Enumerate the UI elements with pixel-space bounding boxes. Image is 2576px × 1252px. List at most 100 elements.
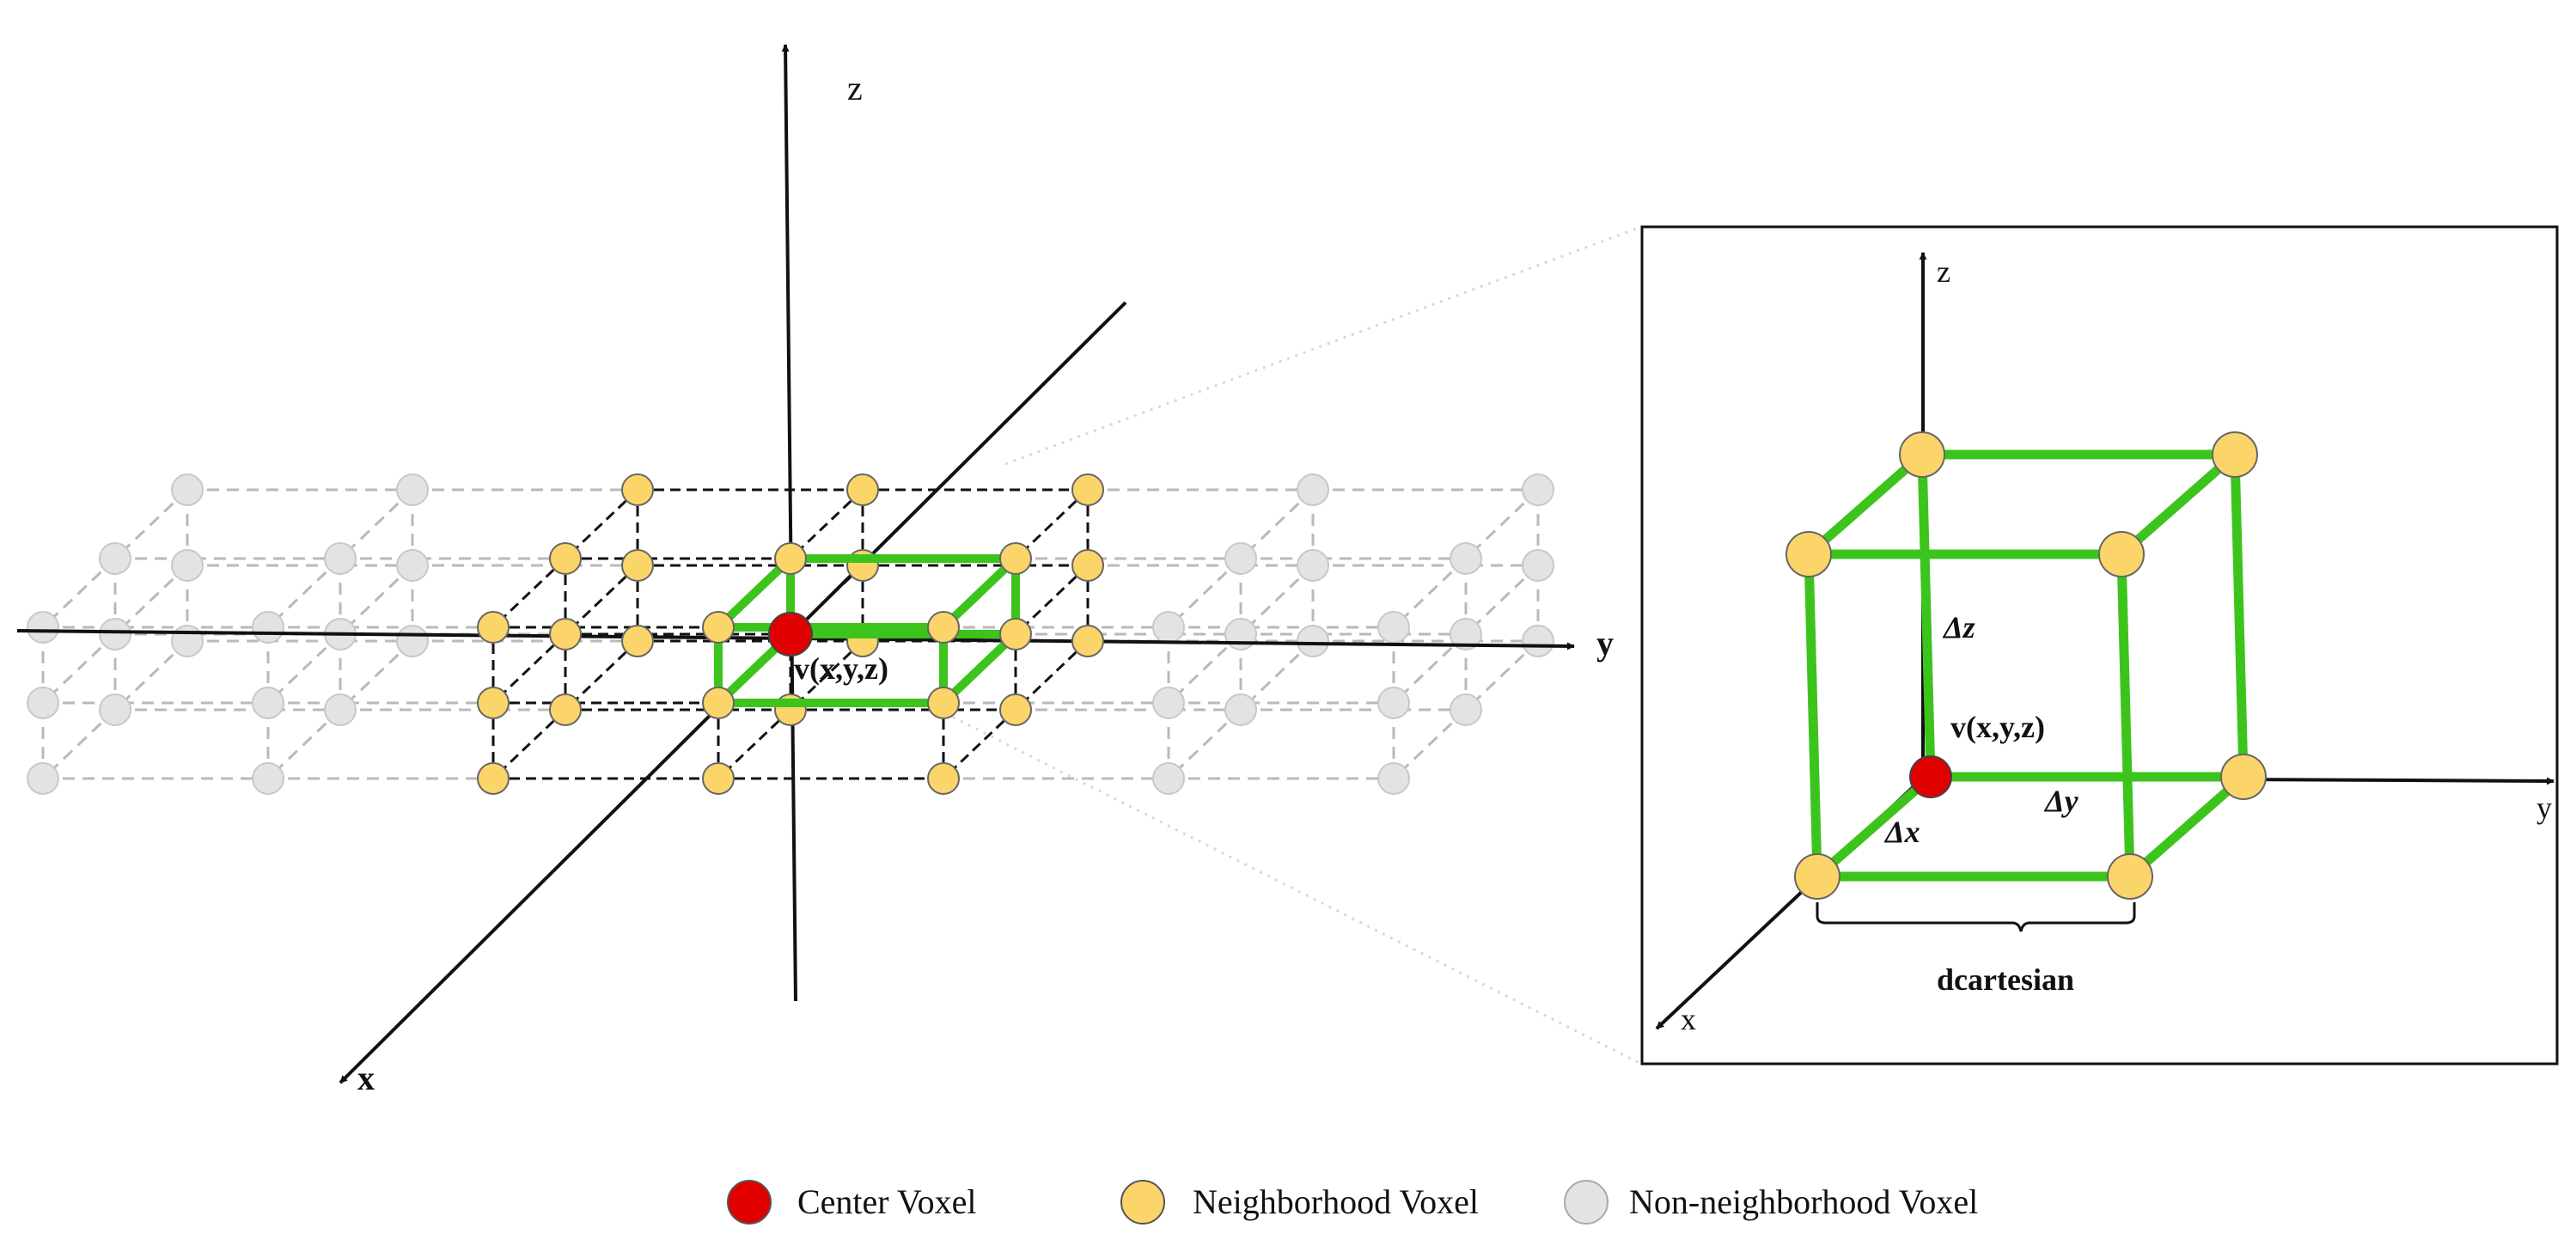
- non-neighborhood-voxel: [252, 611, 284, 644]
- grid-line: [1239, 564, 1315, 636]
- grid-line: [113, 564, 189, 636]
- neighborhood-voxel: [702, 762, 735, 795]
- neighborhood-voxel: [702, 687, 735, 719]
- non-neighborhood-voxel: [1297, 473, 1329, 506]
- inset-cube-voxels: [1785, 431, 2267, 900]
- grid-line: [564, 564, 639, 636]
- neighborhood-voxel: [1071, 473, 1104, 506]
- grid-line: [564, 639, 639, 712]
- grid-line: [1392, 557, 1468, 629]
- non-neighborhood-voxel: [27, 611, 59, 644]
- neighborhood-voxel: [621, 473, 654, 506]
- grid-line: [491, 632, 567, 705]
- non-neighborhood-voxel: [1450, 618, 1482, 650]
- center-voxel: [768, 612, 813, 657]
- grid-line: [1014, 564, 1090, 636]
- non-neighborhood-voxel: [1297, 625, 1329, 657]
- neighborhood-voxel: [549, 693, 582, 726]
- legend-neighborhood-label: Neighborhood Voxel: [1193, 1182, 1479, 1221]
- grid-line: [339, 639, 414, 712]
- neighborhood-voxel: [477, 762, 510, 795]
- non-neighborhood-voxel: [1522, 549, 1554, 582]
- non-neighborhood-voxel: [324, 693, 357, 726]
- grid-line: [41, 557, 117, 629]
- grid-line: [1239, 639, 1315, 712]
- grid-line: [1392, 632, 1468, 705]
- grid-line: [789, 639, 864, 712]
- axis-label-y: y: [1596, 624, 1614, 663]
- grid-line: [266, 708, 342, 780]
- inset-neighborhood-voxel: [1785, 531, 1832, 577]
- axis-label-z: z: [847, 69, 863, 107]
- non-neighborhood-voxel: [1224, 618, 1257, 650]
- non-neighborhood-voxel: [1297, 549, 1329, 582]
- grid-line: [1464, 564, 1540, 636]
- inset-neighborhood-voxel: [2212, 431, 2258, 478]
- grid-line: [266, 557, 342, 629]
- non-neighborhood-voxel: [171, 473, 204, 506]
- non-neighborhood-voxel: [1377, 762, 1410, 795]
- grid-line: [113, 488, 189, 560]
- grid-line: [1464, 488, 1540, 560]
- grid-line: [1167, 708, 1242, 780]
- inset-highlight-edge: [1805, 450, 1926, 559]
- grid-line: [491, 557, 567, 629]
- neighborhood-voxel: [999, 618, 1032, 650]
- highlight-edge: [940, 631, 1019, 706]
- highlight-edge: [940, 555, 1019, 631]
- grid-line: [1239, 488, 1315, 560]
- non-neighborhood-voxel: [27, 687, 59, 719]
- neighborhood-voxel: [927, 762, 960, 795]
- grid-line: [41, 632, 117, 705]
- neighborhood-voxel: [927, 611, 960, 644]
- inset-axis-label-y: y: [2536, 791, 2552, 825]
- non-neighborhood-voxel: [1224, 693, 1257, 726]
- inset-neighborhood-voxel: [2098, 531, 2145, 577]
- center-voxel-label: v(x,y,z): [794, 651, 888, 686]
- legend-neighborhood-swatch: [1120, 1180, 1165, 1225]
- neighborhood-voxel: [477, 611, 510, 644]
- delta-x-label: Δx: [1883, 815, 1920, 849]
- neighborhood-voxel: [477, 687, 510, 719]
- inset-neighborhood-voxel: [2220, 754, 2267, 800]
- non-neighborhood-voxel: [1377, 687, 1410, 719]
- neighborhood-voxel: [621, 549, 654, 582]
- grid-line: [1014, 488, 1090, 560]
- distance-label: dcartesian: [1937, 962, 2074, 997]
- legend-center-label: Center Voxel: [797, 1182, 977, 1221]
- legend-center-swatch: [727, 1180, 772, 1225]
- grid-line: [1464, 639, 1540, 712]
- non-neighborhood-voxel: [324, 542, 357, 575]
- non-neighborhood-voxel: [171, 549, 204, 582]
- neighborhood-voxel: [927, 687, 960, 719]
- inset-axis-label-x: x: [1681, 1002, 1696, 1036]
- non-neighborhood-voxel: [1522, 473, 1554, 506]
- grid-line: [789, 488, 864, 560]
- inset-highlight-edge: [1917, 454, 1936, 778]
- neighborhood-voxel: [549, 542, 582, 575]
- grid-line: [1014, 639, 1090, 712]
- cube-corner-voxels: [702, 542, 1032, 719]
- grid-line: [266, 632, 342, 705]
- neighborhood-voxel: [621, 625, 654, 657]
- delta-y-label: Δy: [2043, 784, 2079, 818]
- grid-line: [339, 564, 414, 636]
- neighborhood-voxel: [702, 611, 735, 644]
- distance-brace: [1816, 902, 2136, 932]
- non-neighborhood-voxel: [396, 625, 429, 657]
- inset-neighborhood-voxel: [1794, 853, 1840, 900]
- non-neighborhood-voxel: [171, 625, 204, 657]
- inset-neighborhood-voxel: [1899, 431, 1945, 478]
- neighborhood-voxel: [1071, 625, 1104, 657]
- non-neighborhood-voxel: [396, 549, 429, 582]
- inset-highlight-edge: [2127, 773, 2247, 881]
- legend-non-neighborhood-swatch: [1564, 1180, 1608, 1225]
- grid-line: [942, 708, 1017, 780]
- non-neighborhood-voxel: [1522, 625, 1554, 657]
- neighborhood-voxel: [999, 693, 1032, 726]
- inset-highlight-edge: [2230, 454, 2249, 778]
- z-axis-line: [781, 44, 797, 1002]
- grid-line: [564, 488, 639, 560]
- non-neighborhood-voxel: [1450, 693, 1482, 726]
- non-neighborhood-voxel: [99, 542, 131, 575]
